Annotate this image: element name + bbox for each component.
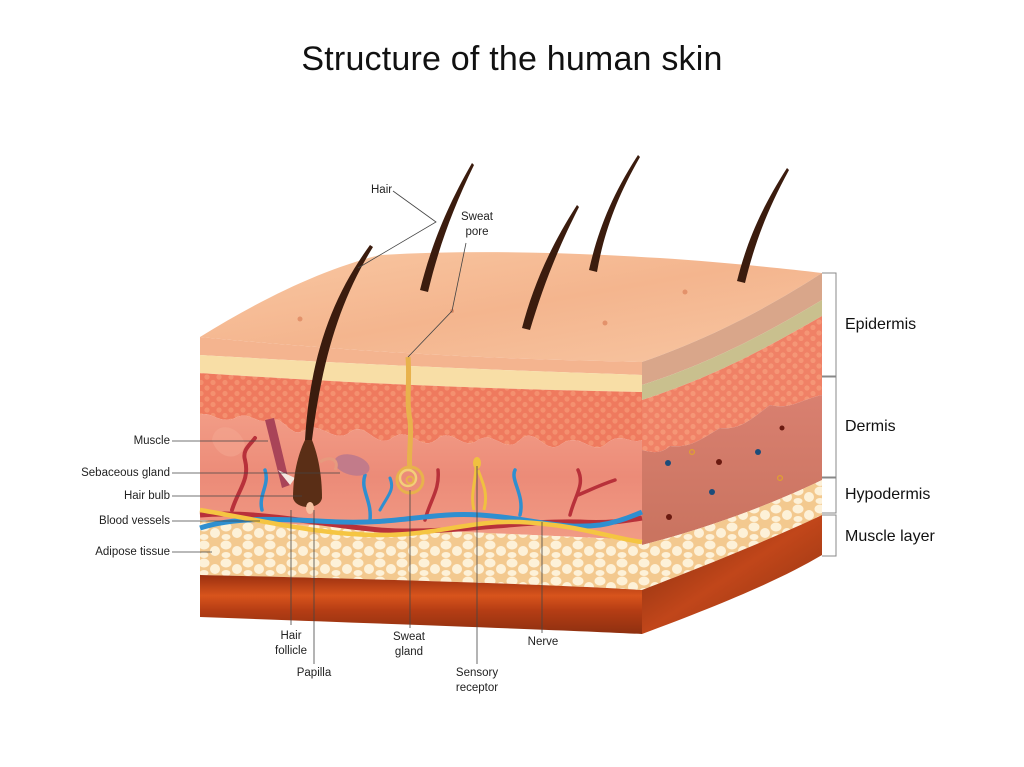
- layer-label-dermis: Dermis: [845, 418, 896, 435]
- layer-label-muscle-layer: Muscle layer: [845, 528, 935, 545]
- label-sebaceous-gland: Sebaceous gland: [81, 467, 170, 479]
- hypodermis-adipose: [200, 520, 642, 590]
- label-sweat-gland-line1: Sweat: [393, 631, 425, 643]
- label-sensory-receptor: Sensory receptor: [447, 666, 507, 696]
- label-sweat-gland-line2: gland: [394, 646, 424, 658]
- sebaceous-gland: [334, 454, 370, 476]
- hair-bulb: [293, 440, 322, 507]
- label-nerve: Nerve: [527, 636, 559, 648]
- label-hair: Hair: [371, 184, 393, 196]
- label-hair-follicle-line2: follicle: [275, 645, 307, 657]
- layer-label-epidermis: Epidermis: [845, 316, 917, 333]
- label-sweat-pore-line2: pore: [465, 226, 489, 238]
- label-sweat-gland: Sweat gland: [384, 630, 434, 660]
- label-hair-follicle-line1: Hair: [280, 630, 302, 642]
- label-sweat-pore-line1: Sweat: [461, 211, 493, 223]
- label-muscle: Muscle: [133, 435, 170, 447]
- hair-shaft-main: [305, 245, 373, 440]
- label-sensory-receptor-line2: receptor: [455, 682, 499, 694]
- label-hair-bulb: Hair bulb: [123, 490, 170, 502]
- muscle-layer: [200, 575, 642, 634]
- label-sweat-pore: Sweat pore: [452, 210, 502, 240]
- diagram-title: Structure of the human skin: [301, 40, 723, 78]
- layer-label-hypodermis: Hypodermis: [845, 486, 931, 503]
- label-hair-follicle: Hair follicle: [266, 629, 316, 659]
- label-sensory-receptor-line1: Sensory: [455, 667, 499, 679]
- skin-surface: [200, 252, 822, 362]
- label-papilla: Papilla: [296, 667, 332, 679]
- label-adipose-tissue: Adipose tissue: [95, 546, 170, 558]
- arrector-muscle: [265, 418, 290, 488]
- label-blood-vessels: Blood vessels: [99, 515, 170, 527]
